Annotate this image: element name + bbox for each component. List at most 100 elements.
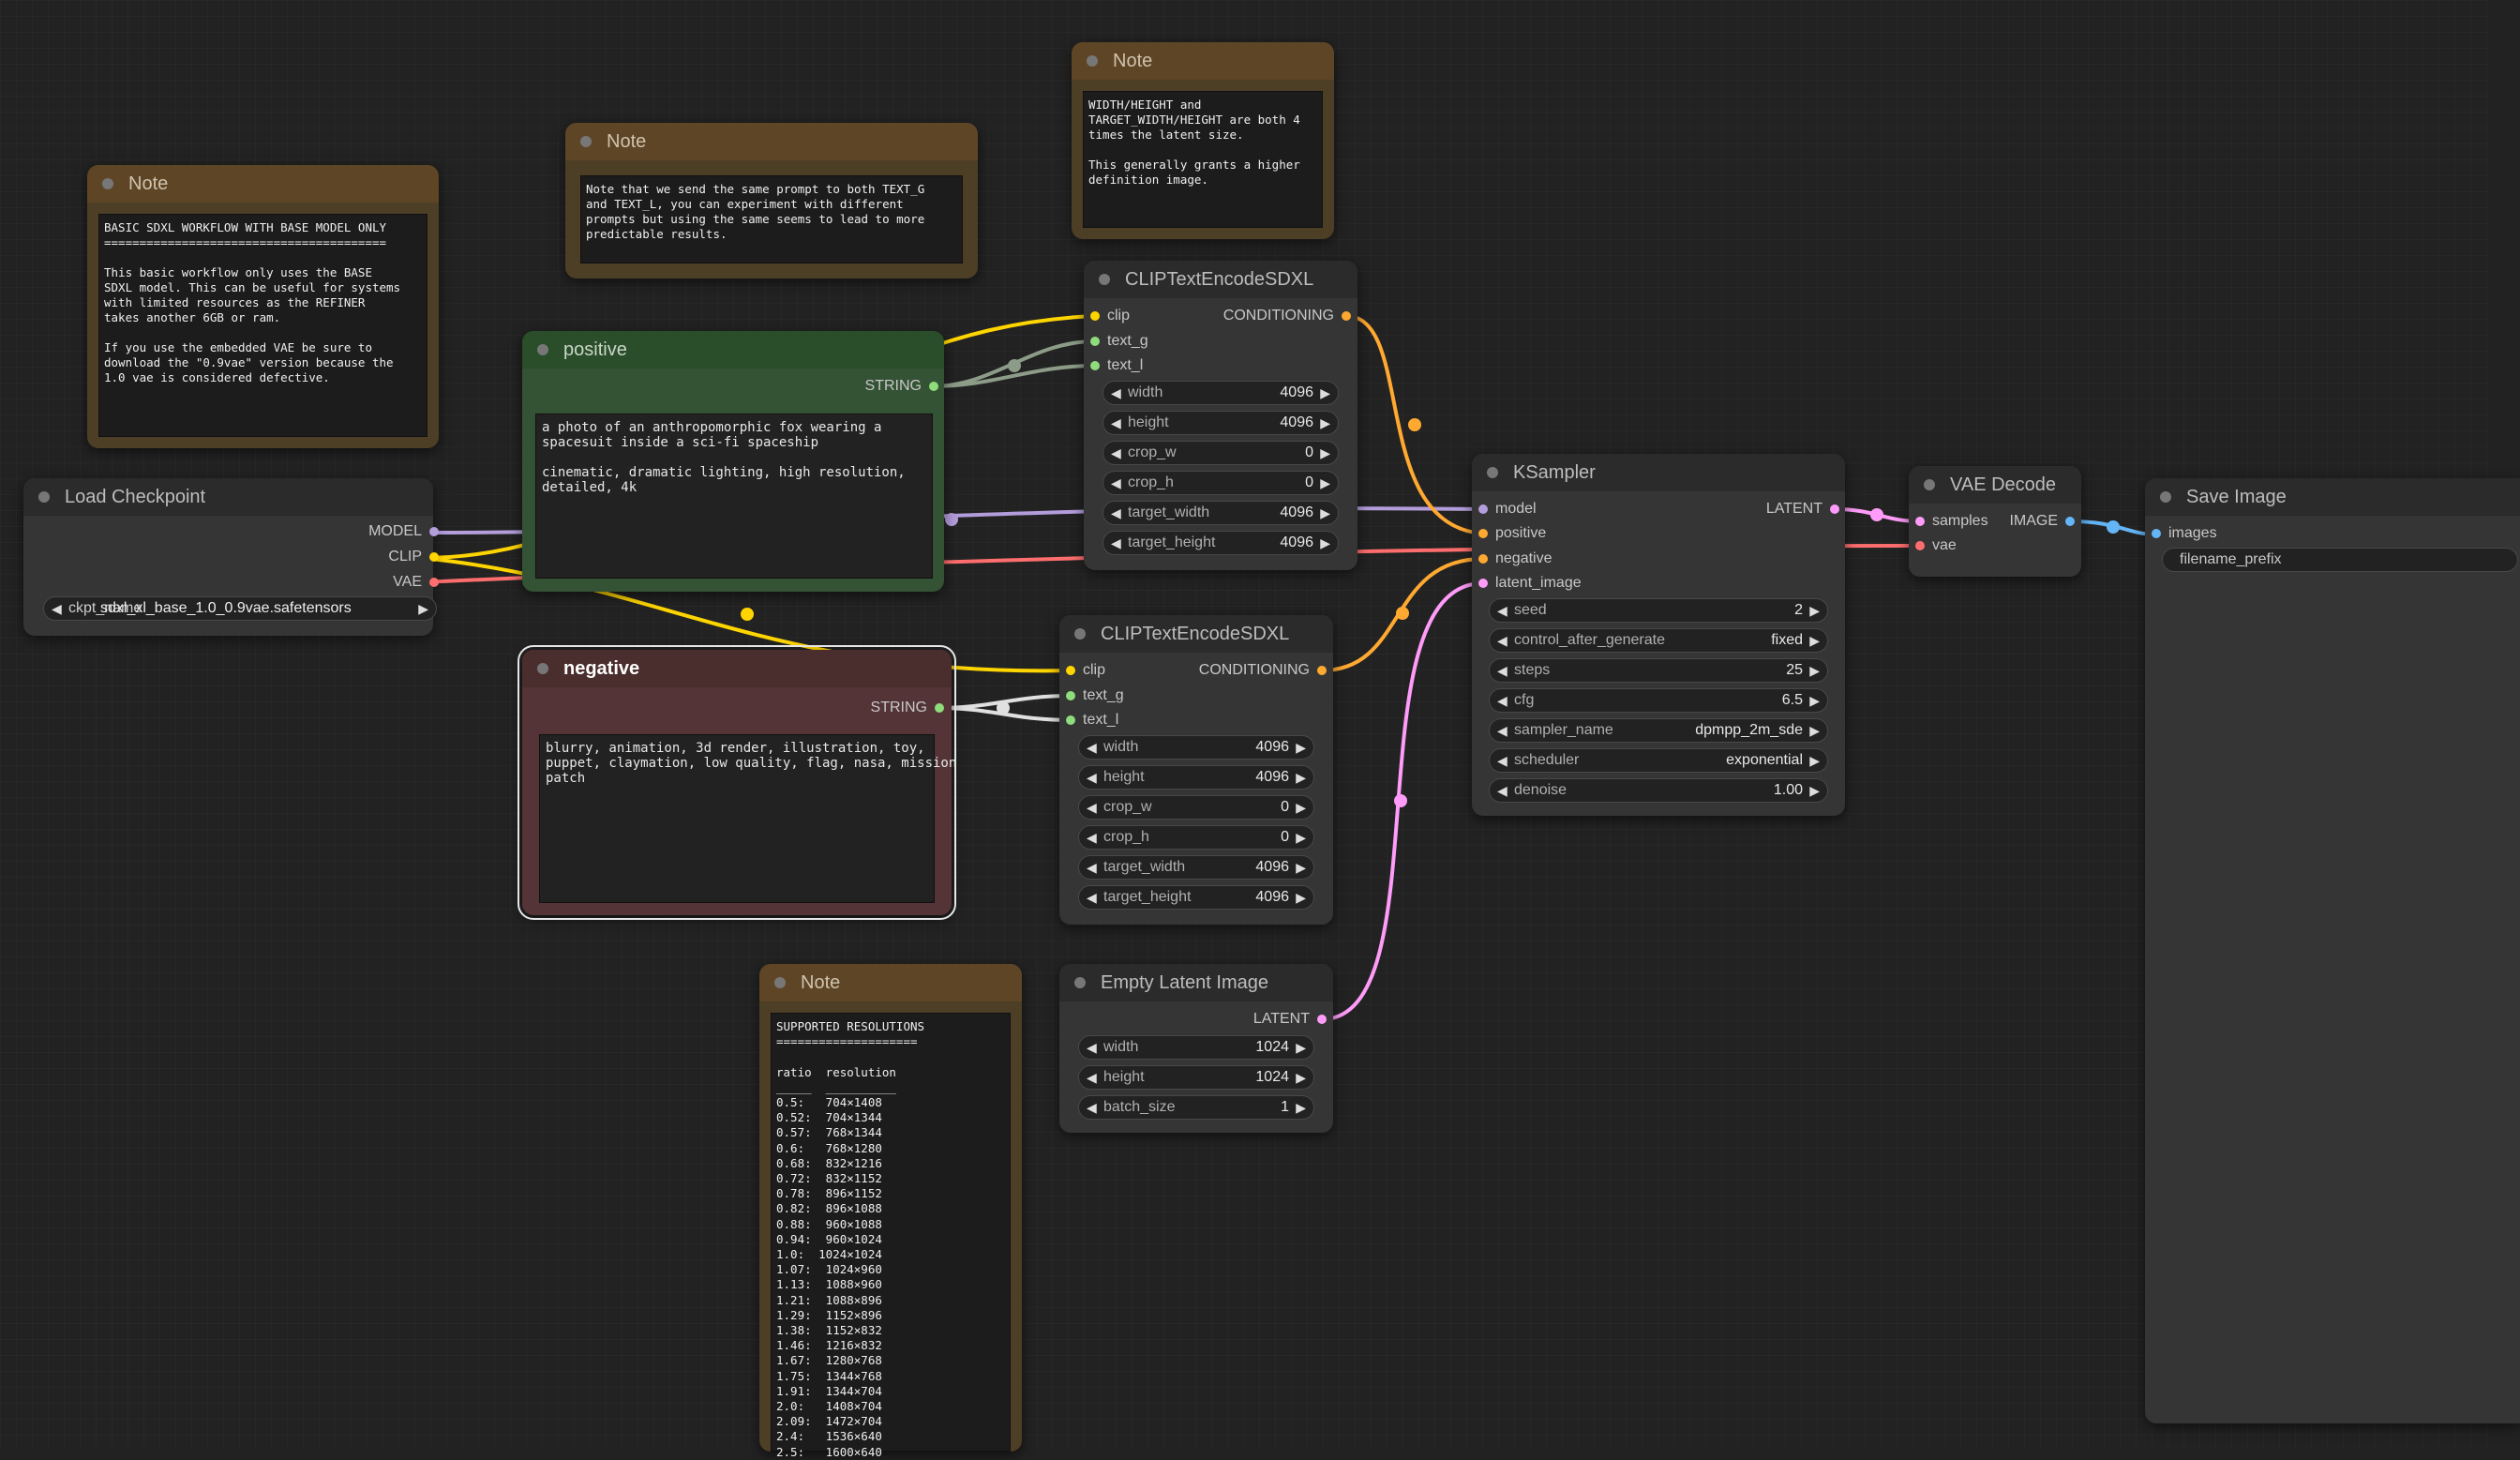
arrow-left-icon[interactable]: ◀ <box>1111 535 1121 550</box>
images-input-dot-icon[interactable] <box>2152 529 2161 538</box>
collapse-dot-icon[interactable] <box>1074 977 1086 988</box>
output-latent[interactable]: LATENT <box>1766 499 1839 519</box>
arrow-right-icon[interactable]: ▶ <box>1320 475 1330 490</box>
model-input-dot-icon[interactable] <box>1478 504 1488 514</box>
input-text-g[interactable]: text_g <box>1066 685 1124 706</box>
node-clip-text-encode-bottom[interactable]: CLIPTextEncodeSDXL clip text_g text_l CO… <box>1059 615 1333 925</box>
arrow-left-icon[interactable]: ◀ <box>1497 603 1508 618</box>
arrow-left-icon[interactable]: ◀ <box>1497 633 1508 648</box>
string-output-dot-icon[interactable] <box>929 382 938 391</box>
input-latent-image[interactable]: latent_image <box>1478 573 1582 594</box>
arrow-left-icon[interactable]: ◀ <box>1087 1100 1097 1115</box>
input-positive[interactable]: positive <box>1478 523 1546 544</box>
positive-input-dot-icon[interactable] <box>1478 529 1488 538</box>
node-title[interactable]: positive <box>522 331 944 369</box>
note-textarea[interactable]: SUPPORTED RESOLUTIONS ==================… <box>771 1013 1011 1459</box>
samples-input-dot-icon[interactable] <box>1915 517 1925 526</box>
conditioning-output-dot-icon[interactable] <box>1342 311 1351 321</box>
node-title[interactable]: Note <box>759 964 1022 1001</box>
note-textarea[interactable]: WIDTH/HEIGHT and TARGET_WIDTH/HEIGHT are… <box>1083 91 1323 228</box>
clip-input-dot-icon[interactable] <box>1090 311 1100 321</box>
collapse-dot-icon[interactable] <box>580 136 592 147</box>
vae-input-dot-icon[interactable] <box>1915 541 1925 550</box>
arrow-left-icon[interactable]: ◀ <box>1087 1040 1097 1055</box>
collapse-dot-icon[interactable] <box>1074 628 1086 640</box>
arrow-left-icon[interactable]: ◀ <box>1497 723 1508 738</box>
collapse-dot-icon[interactable] <box>1487 467 1498 478</box>
arrow-left-icon[interactable]: ◀ <box>1087 770 1097 785</box>
output-latent[interactable]: LATENT <box>1253 1009 1327 1030</box>
node-ksampler[interactable]: KSampler model positive negative latent_… <box>1472 454 1845 816</box>
arrow-right-icon[interactable]: ▶ <box>1320 385 1330 400</box>
arrow-left-icon[interactable]: ◀ <box>1497 753 1508 768</box>
collapse-dot-icon[interactable] <box>537 344 548 355</box>
node-title[interactable]: VAE Decode <box>1909 466 2081 504</box>
input-clip[interactable]: clip <box>1090 306 1130 326</box>
collapse-dot-icon[interactable] <box>774 977 786 988</box>
arrow-left-icon[interactable]: ◀ <box>1087 860 1097 875</box>
arrow-right-icon[interactable]: ▶ <box>1296 1070 1306 1085</box>
collapse-dot-icon[interactable] <box>38 491 50 503</box>
node-title[interactable]: Load Checkpoint <box>23 478 433 516</box>
arrow-left-icon[interactable]: ◀ <box>1087 740 1097 755</box>
collapse-dot-icon[interactable] <box>1099 274 1110 285</box>
input-images[interactable]: images <box>2152 523 2217 544</box>
arrow-right-icon[interactable]: ▶ <box>1296 770 1306 785</box>
collapse-dot-icon[interactable] <box>2160 491 2171 503</box>
input-text-g[interactable]: text_g <box>1090 331 1148 352</box>
input-text-l[interactable]: text_l <box>1066 710 1118 730</box>
note-textarea[interactable]: BASIC SDXL WORKFLOW WITH BASE MODEL ONLY… <box>98 214 428 437</box>
conditioning-output-dot-icon[interactable] <box>1317 666 1327 675</box>
arrow-left-icon[interactable]: ◀ <box>1497 783 1508 798</box>
clip-output-dot-icon[interactable] <box>429 552 439 562</box>
node-title[interactable]: CLIPTextEncodeSDXL <box>1059 615 1333 653</box>
arrow-left-icon[interactable]: ◀ <box>1497 663 1508 678</box>
arrow-left-icon[interactable]: ◀ <box>1111 505 1121 520</box>
arrow-left-icon[interactable]: ◀ <box>1087 830 1097 845</box>
positive-prompt-textarea[interactable]: a photo of an anthropomorphic fox wearin… <box>535 414 933 579</box>
note-basic-workflow[interactable]: Note BASIC SDXL WORKFLOW WITH BASE MODEL… <box>87 165 439 448</box>
node-title[interactable]: negative <box>522 650 952 687</box>
output-image[interactable]: IMAGE <box>2009 511 2075 532</box>
node-load-checkpoint[interactable]: Load Checkpoint MODEL CLIP VAE ◀ ckpt_na… <box>23 478 439 636</box>
node-title[interactable]: Note <box>1072 42 1334 80</box>
input-model[interactable]: model <box>1478 499 1537 519</box>
collapse-dot-icon[interactable] <box>1924 479 1935 490</box>
input-clip[interactable]: clip <box>1066 660 1105 681</box>
note-supported-resolutions[interactable]: Note SUPPORTED RESOLUTIONS =============… <box>759 964 1022 1459</box>
node-save-image[interactable]: Save Image images filename_prefix <box>2145 478 2520 1423</box>
arrow-left-icon[interactable]: ◀ <box>1087 1070 1097 1085</box>
output-model[interactable]: MODEL <box>368 521 439 542</box>
arrow-right-icon[interactable]: ▶ <box>1809 783 1820 798</box>
arrow-left-icon[interactable]: ◀ <box>1111 475 1121 490</box>
arrow-right-icon[interactable]: ▶ <box>418 601 428 616</box>
output-string[interactable]: STRING <box>871 698 944 718</box>
ckpt-name-combo[interactable]: ◀ ckpt_name sdxl_xl_base_1.0_0.9vae.safe… <box>43 596 437 621</box>
clip-input-dot-icon[interactable] <box>1066 666 1075 675</box>
node-title[interactable]: KSampler <box>1472 454 1845 491</box>
node-positive-prompt[interactable]: positive STRING a photo of an anthropomo… <box>522 331 944 592</box>
arrow-right-icon[interactable]: ▶ <box>1809 663 1820 678</box>
arrow-right-icon[interactable]: ▶ <box>1809 633 1820 648</box>
output-conditioning[interactable]: CONDITIONING <box>1223 306 1351 326</box>
node-negative-prompt[interactable]: negative STRING blurry, animation, 3d re… <box>518 645 956 920</box>
arrow-right-icon[interactable]: ▶ <box>1320 505 1330 520</box>
